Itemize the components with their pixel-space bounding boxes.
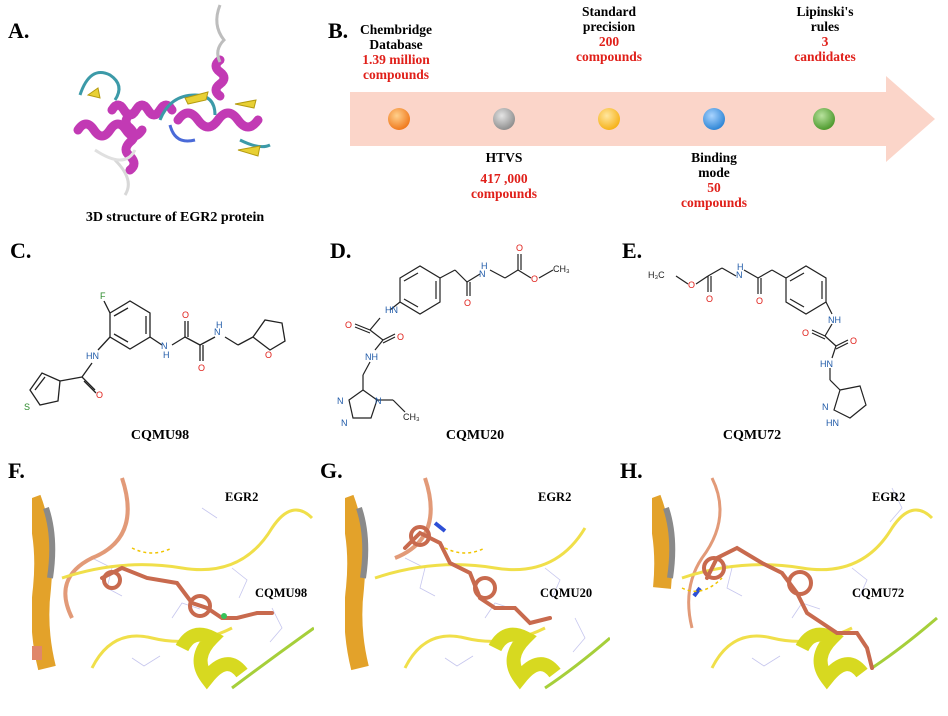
stage-dot-3	[598, 108, 620, 130]
panel-a-caption: 3D structure of EGR2 protein	[85, 210, 265, 225]
atom-hn: HN	[86, 351, 99, 361]
g-ligand-label: CQMU20	[540, 586, 593, 600]
atom-n-d2: N	[337, 396, 344, 406]
stage-dot-2	[493, 108, 515, 130]
atom-ch3-d2: CH₃	[403, 412, 420, 422]
helix-2	[107, 100, 177, 120]
atom-h-d: H	[481, 261, 488, 271]
atom-o-d1: O	[464, 298, 471, 308]
atom-n-d: N	[479, 269, 486, 279]
docking-image-g	[345, 468, 610, 708]
atom-hn-d: HN	[385, 305, 398, 315]
atom-hn-e: HN	[820, 359, 833, 369]
docking-image-h	[652, 468, 942, 708]
atom-h-2: H	[216, 320, 223, 330]
g-protein-label: EGR2	[538, 490, 572, 504]
panel-d-caption: CQMU20	[445, 428, 505, 443]
cqmu72-structure: H₃C O O N H O NH O O HN N HN	[648, 262, 867, 428]
atom-h-e: H	[737, 262, 744, 272]
atom-nh: N	[161, 341, 168, 351]
atom-n-2: N	[214, 327, 221, 337]
atom-nh-d: NH	[365, 352, 378, 362]
atom-o-e3: O	[756, 296, 763, 306]
atom-n-e: N	[736, 270, 743, 280]
atom-h3c-e: H₃C	[648, 270, 665, 280]
panel-g-letter: G.	[320, 458, 343, 483]
cqmu98-structure: F HN O S N H O O N H O	[24, 291, 286, 412]
atom-o-d2: O	[516, 243, 523, 253]
helix-4	[173, 108, 263, 132]
stage-5-label: Lipinski's rules 3 candidates	[794, 4, 856, 64]
atom-o-e4: O	[802, 328, 809, 338]
stage-dot-5	[813, 108, 835, 130]
atom-h: H	[163, 350, 170, 360]
atom-o-d4: O	[345, 320, 352, 330]
atom-o-3: O	[198, 363, 205, 373]
panel-e-caption: CQMU72	[722, 428, 782, 443]
stage-1-label: Chembridge Database 1.39 million compoun…	[360, 22, 432, 82]
panel-a-letter: A.	[8, 18, 30, 43]
atom-o-e5: O	[850, 336, 857, 346]
atom-s: S	[24, 402, 30, 412]
panel-e-letter: E.	[622, 238, 643, 263]
stage-dot-4	[703, 108, 725, 130]
atom-f: F	[100, 291, 106, 301]
atom-o-e2: O	[706, 294, 713, 304]
f-ligand-label: CQMU98	[255, 586, 308, 600]
h-protein-label: EGR2	[872, 490, 906, 504]
atom-n-e2: N	[822, 402, 829, 412]
atom-o-2: O	[182, 310, 189, 320]
helix-5	[211, 55, 229, 101]
panel-c-caption: CQMU98	[130, 428, 190, 443]
screening-arrow	[350, 76, 935, 162]
docking-image-f	[32, 468, 314, 708]
atom-o-d5: O	[397, 332, 404, 342]
helix-3	[121, 109, 139, 175]
panel-b-letter: B.	[328, 18, 349, 43]
atom-o: O	[96, 390, 103, 400]
atom-nh-e: NH	[828, 315, 841, 325]
egr2-protein-structure	[73, 4, 271, 196]
panel-c-letter: C.	[10, 238, 32, 263]
atom-ch3-d: CH₃	[553, 264, 570, 274]
h-ligand-label: CQMU72	[852, 586, 905, 600]
atom-n-d3: N	[341, 418, 348, 428]
atom-n-d4: N	[375, 396, 382, 406]
stage-3-label: Standard precision 200 compounds	[575, 4, 643, 64]
cqmu20-structure: HN O N H O O CH₃ O O NH N N N CH₃	[337, 243, 570, 428]
stage-2-label: HTVS 417 ,000 compounds	[470, 150, 538, 201]
panel-d-letter: D.	[330, 238, 352, 263]
atom-hn-e2: HN	[826, 418, 839, 428]
atom-o-ring: O	[265, 350, 272, 360]
panel-f-letter: F.	[8, 458, 25, 483]
panel-h-letter: H.	[620, 458, 643, 483]
stage-dot-1	[388, 108, 410, 130]
stage-4-label: Binding mode 50 compounds	[680, 150, 748, 210]
atom-o-e1: O	[688, 280, 695, 290]
f-protein-label: EGR2	[225, 490, 259, 504]
atom-o-d3: O	[531, 274, 538, 284]
